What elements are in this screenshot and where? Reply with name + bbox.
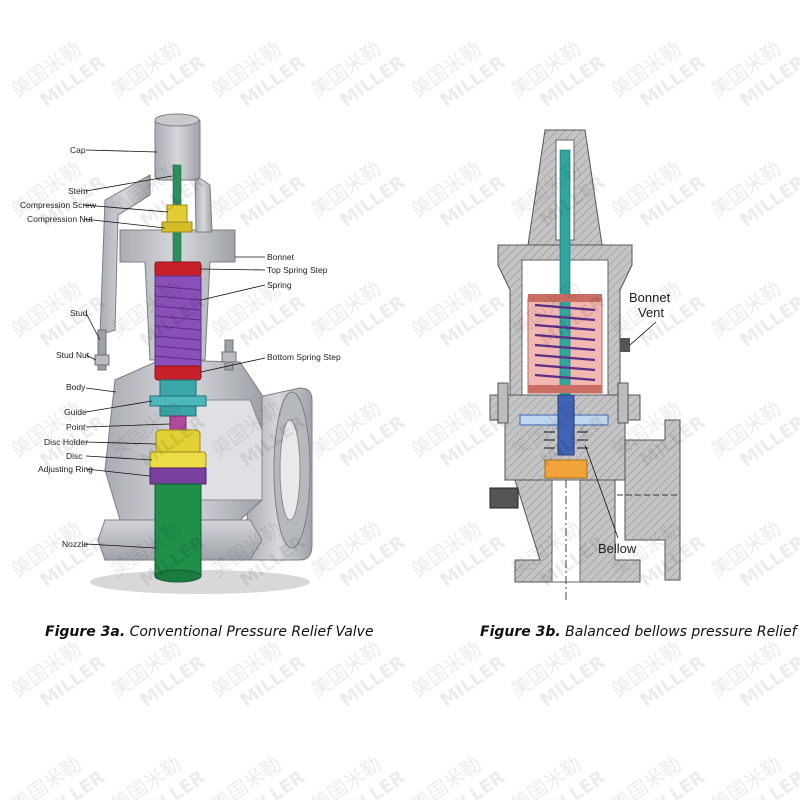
figure-3a-caption-text: Conventional Pressure Relief Valve xyxy=(129,624,374,640)
label-nozzle: Nozzle xyxy=(62,539,88,549)
label-bonnet: Bonnet xyxy=(267,252,295,262)
label-disc: Disc xyxy=(66,451,83,461)
label-bellow: Bellow xyxy=(598,541,637,556)
label-disc-holder: Disc Holder xyxy=(44,437,88,447)
label-spring: Spring xyxy=(267,280,292,290)
figure-3a-caption-label: Figure 3a. xyxy=(45,624,126,640)
label-adjusting-ring: Adjusting Ring xyxy=(38,464,93,474)
label-stud: Stud xyxy=(70,308,88,318)
label-cap: Cap xyxy=(70,145,86,155)
label-stud-nut: Stud Nut xyxy=(56,350,90,360)
label-bottom-spring-step: Bottom Spring Step xyxy=(267,352,341,362)
label-top-spring-step: Top Spring Step xyxy=(267,265,328,275)
label-stem: Stem xyxy=(68,186,88,196)
label-point: Point xyxy=(66,422,86,432)
label-bonnet-vent-line2: Vent xyxy=(638,305,664,320)
figure-3a-illustration xyxy=(90,113,313,594)
label-body: Body xyxy=(66,382,86,392)
figure-3b-caption: Figure 3b. Balanced bellows pressure Rel… xyxy=(480,624,797,640)
figure-3b-labels: Bonnet Vent Bellow xyxy=(584,290,671,556)
label-compression-screw: Compression Screw xyxy=(20,200,97,210)
figure-3a-caption: Figure 3a. Conventional Pressure Relief … xyxy=(45,624,374,640)
figure-3b-caption-label: Figure 3b. xyxy=(480,624,561,640)
figure-3a-labels: Cap Stem Compression Screw Compression N… xyxy=(20,145,341,549)
figure-3b-caption-text: Balanced bellows pressure Relief xyxy=(565,624,797,640)
label-bonnet-vent-line1: Bonnet xyxy=(629,290,671,305)
label-compression-nut: Compression Nut xyxy=(27,214,93,224)
label-guide: Guide xyxy=(64,407,87,417)
figure-3b-illustration xyxy=(489,129,681,600)
